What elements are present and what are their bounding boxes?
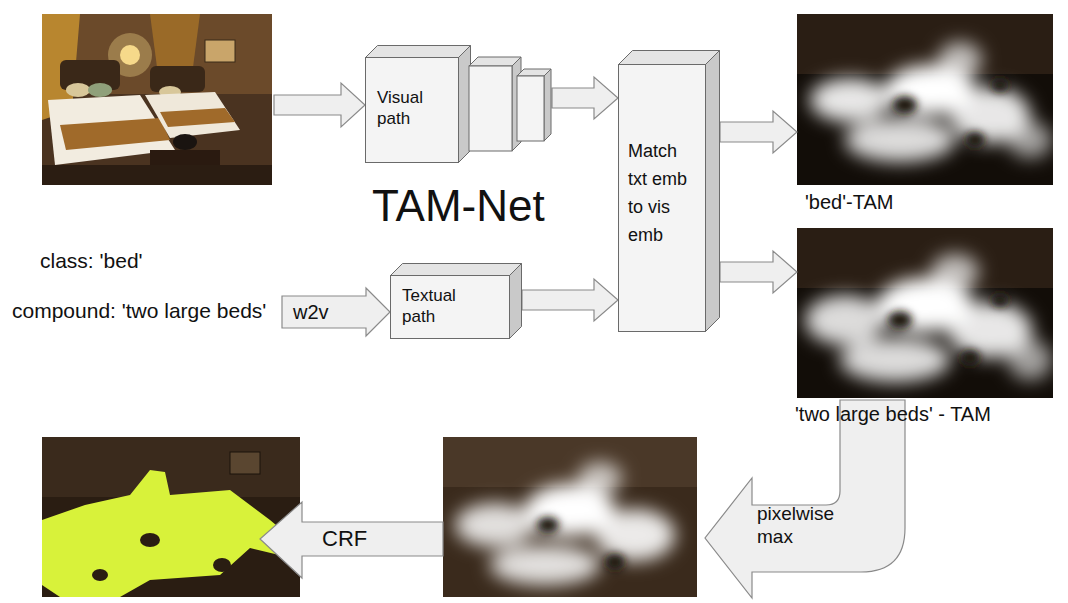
box-front bbox=[619, 65, 706, 332]
box-top bbox=[366, 46, 471, 58]
block-arrow bbox=[260, 502, 443, 578]
image-panel: 'two large beds' - TAM bbox=[797, 228, 1063, 434]
box-label: Textual path bbox=[402, 285, 482, 328]
image-caption: 'two large beds' - TAM bbox=[795, 402, 1059, 427]
image-caption: 'bed'-TAM bbox=[805, 190, 1045, 215]
box-label: Visual path bbox=[377, 87, 455, 130]
heatmap-image bbox=[443, 437, 697, 597]
box-3d bbox=[391, 264, 522, 339]
box-front bbox=[366, 58, 459, 163]
block-arrow bbox=[282, 288, 390, 336]
box-label: Match txt emb to vis emb bbox=[628, 138, 690, 250]
process-box: Textual path bbox=[390, 263, 522, 339]
block-arrow bbox=[720, 111, 797, 153]
curved-arrow bbox=[705, 400, 905, 598]
block-arrow bbox=[552, 77, 618, 119]
box-top bbox=[391, 264, 522, 276]
box-outline bbox=[618, 50, 720, 332]
heatmap-image bbox=[797, 228, 1053, 398]
box-front bbox=[517, 76, 544, 141]
box-front bbox=[391, 276, 510, 339]
box-3d bbox=[469, 57, 521, 151]
network-name: TAM-Net bbox=[372, 180, 572, 233]
box-3d bbox=[366, 46, 471, 163]
box-side bbox=[510, 264, 522, 339]
heatmap-image bbox=[797, 14, 1053, 185]
box-top bbox=[619, 51, 720, 65]
box-front bbox=[469, 66, 512, 151]
process-box: Visual path bbox=[365, 45, 552, 163]
box-3d bbox=[517, 69, 551, 141]
bedroom-photo bbox=[42, 14, 272, 185]
image-panel: 'bed'-TAM bbox=[797, 14, 1053, 217]
input-label: compound: 'two large beds' bbox=[12, 298, 274, 323]
arrow-label: pixelwise max bbox=[757, 503, 841, 549]
box-side bbox=[544, 69, 551, 141]
block-arrow bbox=[522, 279, 618, 321]
block-arrow bbox=[274, 83, 365, 127]
block-arrow bbox=[720, 251, 797, 293]
box-side bbox=[706, 51, 720, 332]
arrow-label: w2v bbox=[293, 300, 353, 324]
arrow-label: CRF bbox=[322, 526, 402, 552]
segmentation-image bbox=[42, 437, 300, 597]
box-3d bbox=[619, 51, 720, 332]
input-label: class: 'bed' bbox=[40, 248, 260, 273]
process-box: Match txt emb to vis emb bbox=[618, 50, 720, 332]
